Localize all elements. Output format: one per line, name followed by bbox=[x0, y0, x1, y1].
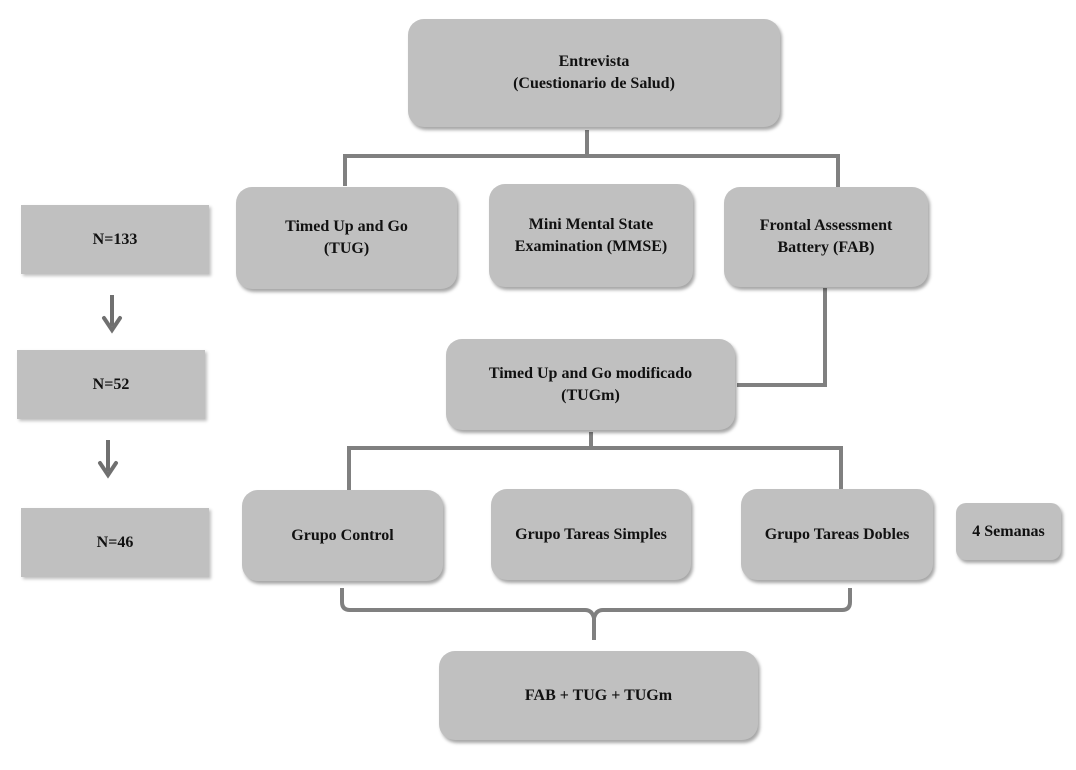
grupo-control-box: Grupo Control bbox=[242, 490, 443, 581]
connector-fab-tugm bbox=[737, 288, 827, 387]
final-assessment-box: FAB + TUG + TUGm bbox=[439, 651, 758, 740]
arrow-down-icon-1 bbox=[102, 295, 122, 334]
sample-size-box-1: N=133 bbox=[21, 205, 209, 274]
mmse-box: Mini Mental State Examination (MMSE) bbox=[489, 184, 693, 287]
sample-size-box-2: N=52 bbox=[17, 350, 205, 419]
semanas-box: 4 Semanas bbox=[956, 503, 1061, 560]
fab-box: Frontal Assessment Battery (FAB) bbox=[724, 187, 928, 287]
grupo-simples-box: Grupo Tareas Simples bbox=[491, 489, 691, 580]
sample-size-box-3: N=46 bbox=[21, 508, 209, 577]
arrow-down-icon-2 bbox=[98, 440, 118, 479]
brace-groups-final bbox=[340, 588, 852, 640]
connector-tugm-groups bbox=[347, 432, 843, 490]
tug-box: Timed Up and Go (TUG) bbox=[236, 187, 457, 289]
grupo-dobles-box: Grupo Tareas Dobles bbox=[741, 489, 933, 580]
tugm-box: Timed Up and Go modificado (TUGm) bbox=[446, 339, 735, 430]
entrevista-box: Entrevista (Cuestionario de Salud) bbox=[408, 19, 780, 127]
connector-entrevista-tests bbox=[343, 130, 840, 188]
